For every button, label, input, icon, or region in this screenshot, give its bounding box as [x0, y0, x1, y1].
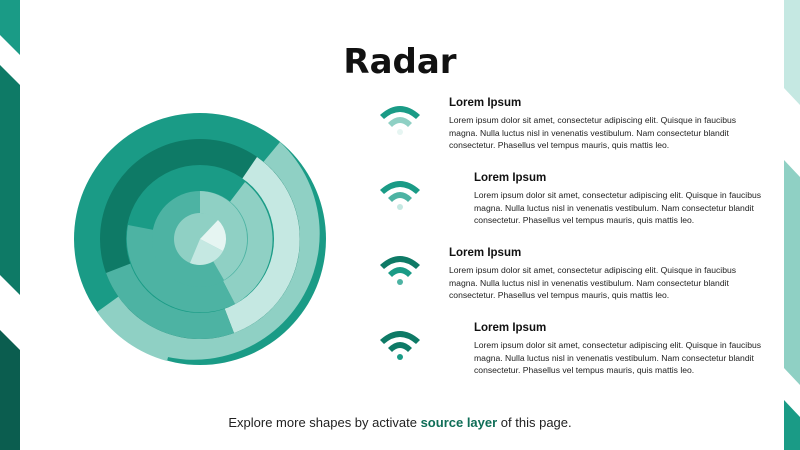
list-item: Lorem Ipsum Lorem ipsum dolor sit amet, … [449, 97, 749, 152]
radar-graphic [74, 113, 326, 365]
wifi-icon [380, 256, 420, 285]
item-heading: Lorem Ipsum [474, 172, 547, 184]
list-item: Lorem Ipsum Lorem ipsum dolor sit amet, … [449, 247, 749, 302]
source-layer-link[interactable]: source layer [420, 415, 498, 430]
footer-note: Explore more shapes by activate source l… [0, 415, 800, 430]
item-text: Lorem ipsum dolor sit amet, consectetur … [474, 190, 762, 226]
left-decoration [0, 0, 20, 450]
right-decoration [784, 0, 800, 450]
wifi-icon [380, 331, 420, 360]
page-title: Radar [343, 42, 457, 82]
wifi-icon [380, 106, 420, 135]
item-text: Lorem ipsum dolor sit amet, consectetur … [449, 115, 737, 151]
item-heading: Lorem Ipsum [474, 322, 547, 334]
item-heading: Lorem Ipsum [449, 97, 522, 109]
radar-ring-4-light [200, 191, 248, 280]
item-heading: Lorem Ipsum [449, 247, 522, 259]
list-item: Lorem Ipsum Lorem ipsum dolor sit amet, … [474, 322, 774, 377]
footer-suffix: of this page. [497, 415, 572, 430]
radar-center-highlight [200, 220, 227, 251]
radar-ring-2-light [224, 157, 300, 333]
radar-center-shade [190, 239, 223, 265]
wifi-icon [380, 181, 420, 210]
list-item: Lorem Ipsum Lorem ipsum dolor sit amet, … [474, 172, 774, 227]
item-text: Lorem ipsum dolor sit amet, consectetur … [449, 265, 737, 301]
item-text: Lorem ipsum dolor sit amet, consectetur … [474, 340, 762, 376]
radar-ring-2-mid [106, 263, 234, 339]
footer-prefix: Explore more shapes by activate [228, 415, 421, 430]
radar-lower-arc [97, 294, 175, 361]
